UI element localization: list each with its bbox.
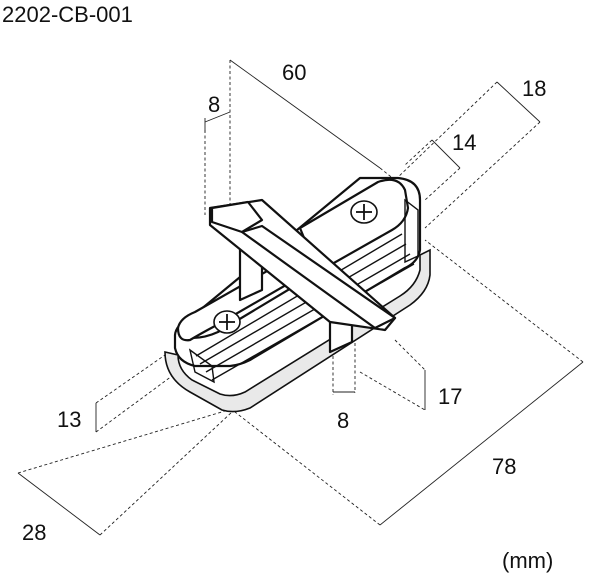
dim-label-78: 78 [492,454,516,479]
dim-label-28: 28 [22,520,46,545]
dimension-labels: 60 8 18 14 17 8 13 28 78 [22,60,546,545]
dim-label-13: 13 [57,407,81,432]
dim-label-18: 18 [522,76,546,101]
dimension-lines [17,59,584,536]
part-number: 2202-CB-001 [2,2,133,27]
dim-label-60: 60 [282,60,306,85]
dim-label-8-bottom: 8 [337,408,349,433]
phillips-screw-icon [350,200,378,224]
dim-label-14: 14 [452,130,476,155]
unit-label: (mm) [502,548,553,573]
phillips-screw-icon [213,310,241,334]
dim-label-17: 17 [438,384,462,409]
dim-label-8-top: 8 [208,92,220,117]
connector-body [164,176,431,413]
